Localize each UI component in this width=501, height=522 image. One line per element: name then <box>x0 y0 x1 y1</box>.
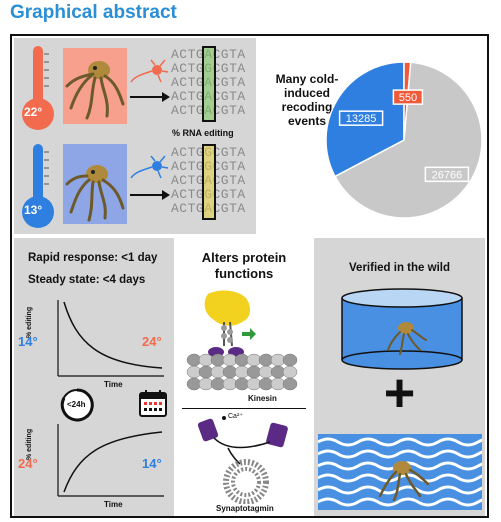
ocean-waves-image <box>318 434 482 510</box>
calendar-icon <box>139 390 167 417</box>
synaptotagmin-illustration <box>197 416 288 504</box>
warm-arrow-icon <box>130 92 170 102</box>
rapid-response-label: Rapid response: <1 day <box>28 252 158 264</box>
decay-left-temp: 14° <box>18 334 38 349</box>
cold-neuron-icon <box>130 155 169 179</box>
decay-xlabel: Time <box>104 380 123 389</box>
warm-edit-site-highlight <box>202 46 216 122</box>
plus-sign: + <box>383 363 416 423</box>
decay-right-temp: 24° <box>142 334 162 349</box>
decay-plot <box>57 300 164 377</box>
warm-neuron-icon <box>130 59 169 83</box>
rise-left-temp: 24° <box>18 456 38 471</box>
pie-slice-label: 550 <box>399 92 417 104</box>
pie-caption-line: Many cold- <box>275 72 339 86</box>
protein-panel: Alters protein functions Kinesin <box>176 238 312 516</box>
clock-label: <24h <box>67 400 86 409</box>
protein-divider <box>182 408 306 409</box>
wild-title: Verified in the wild <box>349 262 450 274</box>
pie-label-box <box>392 89 424 105</box>
warm-thermometer-icon <box>22 46 54 130</box>
warm-temp-label: 22° <box>24 105 43 119</box>
octopus-icon <box>65 61 125 120</box>
pie-caption: Many cold- induced recoding events <box>264 72 350 128</box>
rise-xlabel: Time <box>104 500 123 509</box>
cold-arrow-icon <box>130 190 170 200</box>
kinetics-panel: Rapid response: <1 day Steady state: <4 … <box>14 238 174 516</box>
steady-state-label: Steady state: <4 days <box>28 274 146 286</box>
protein-title-line1: Alters protein <box>201 250 287 265</box>
wild-panel: Verified in the wild + <box>314 238 485 516</box>
editing-panel: 22° ACTGACGTA ACTGGCGTA ACTGACGTA ACTGAC… <box>14 38 256 234</box>
cold-thermometer-icon <box>22 144 54 228</box>
pie-caption-line: events <box>287 114 327 128</box>
rise-plot <box>57 424 164 497</box>
kinesin-label: Kinesin <box>248 394 277 403</box>
recoding-panel: Many cold- induced recoding events 26766… <box>258 38 485 234</box>
kinesin-illustration <box>186 290 298 391</box>
abstract-frame: 22° ACTGACGTA ACTGGCGTA ACTGACGTA ACTGAC… <box>10 34 489 518</box>
cold-edit-site-highlight <box>202 144 216 220</box>
calcium-label: Ca²⁺ <box>228 413 243 420</box>
recoding-pie-chart: 26766 13285 550 <box>325 61 482 219</box>
aquarium-tank-image <box>341 288 463 370</box>
pie-caption-line: induced <box>283 86 330 100</box>
clock-icon <box>60 388 94 422</box>
pie-slice-label: 26766 <box>432 169 463 181</box>
cold-temp-label: 13° <box>24 203 43 217</box>
rna-editing-label: % RNA editing <box>172 128 234 138</box>
synaptotagmin-label: Synaptotagmin <box>216 504 274 513</box>
pie-caption-line: recoding <box>281 100 333 114</box>
pie-label-box <box>338 110 384 126</box>
octopus-icon <box>65 165 125 222</box>
cold-octopus-image <box>63 144 127 224</box>
rise-right-temp: 14° <box>142 456 162 471</box>
page-title: Graphical abstract <box>10 2 177 23</box>
pie-slice-label: 13285 <box>346 113 377 125</box>
warm-octopus-image <box>63 48 127 124</box>
pie-label-box <box>424 166 470 183</box>
protein-title-line2: functions <box>214 266 274 281</box>
